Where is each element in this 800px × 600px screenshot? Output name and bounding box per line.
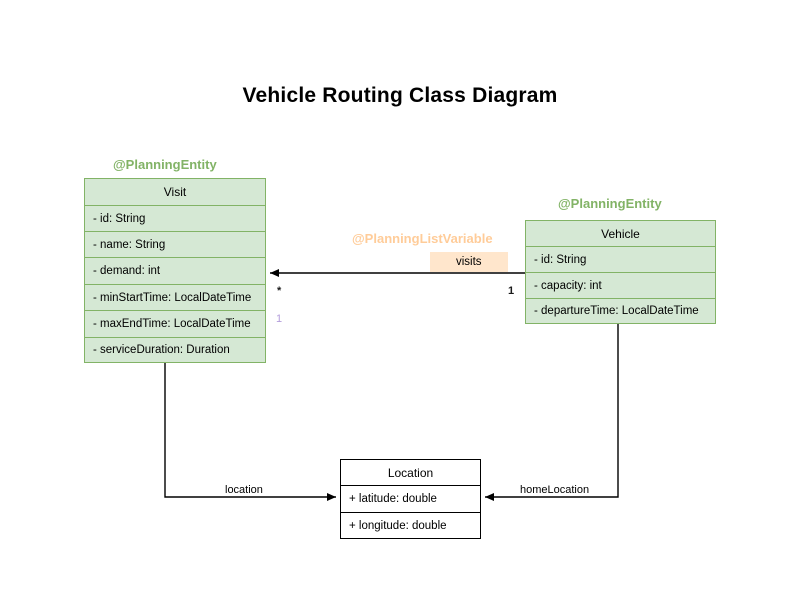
class-attribute: - id: String xyxy=(84,205,266,231)
class-box-visit[interactable]: Visit - id: String - name: String - dema… xyxy=(84,178,266,363)
class-box-location[interactable]: Location + latitude: double + longitude:… xyxy=(340,459,481,539)
class-attribute: + latitude: double xyxy=(340,485,481,512)
association-label-home-location: homeLocation xyxy=(520,484,590,496)
page-title: Vehicle Routing Class Diagram xyxy=(242,84,558,107)
multiplicity-visit-location: 1 xyxy=(276,313,283,325)
multiplicity-visits-target: * xyxy=(277,285,282,297)
class-name-vehicle: Vehicle xyxy=(525,220,716,246)
class-attribute: - capacity: int xyxy=(525,272,716,298)
annotation-planning-list-variable: @PlanningListVariable xyxy=(352,231,493,246)
edge-vehicle-home-location xyxy=(485,322,619,501)
annotation-visit: @PlanningEntity xyxy=(113,157,217,172)
class-attribute: - id: String xyxy=(525,246,716,272)
class-name-location: Location xyxy=(340,459,481,485)
class-attribute: - name: String xyxy=(84,231,266,257)
class-name-visit: Visit xyxy=(84,178,266,205)
class-attribute: - departureTime: LocalDateTime xyxy=(525,298,716,324)
class-attribute: - minStartTime: LocalDateTime xyxy=(84,284,266,310)
multiplicity-visits-source: 1 xyxy=(508,285,515,297)
class-attribute: - serviceDuration: Duration xyxy=(84,337,266,363)
class-box-vehicle[interactable]: Vehicle - id: String - capacity: int - d… xyxy=(525,220,716,324)
class-attribute: + longitude: double xyxy=(340,512,481,539)
association-label-visits: visits xyxy=(430,252,508,272)
annotation-vehicle: @PlanningEntity xyxy=(558,196,662,211)
class-attribute: - maxEndTime: LocalDateTime xyxy=(84,310,266,337)
class-attribute: - demand: int xyxy=(84,257,266,284)
edge-visit-location xyxy=(164,363,336,501)
association-label-location: location xyxy=(225,484,263,496)
